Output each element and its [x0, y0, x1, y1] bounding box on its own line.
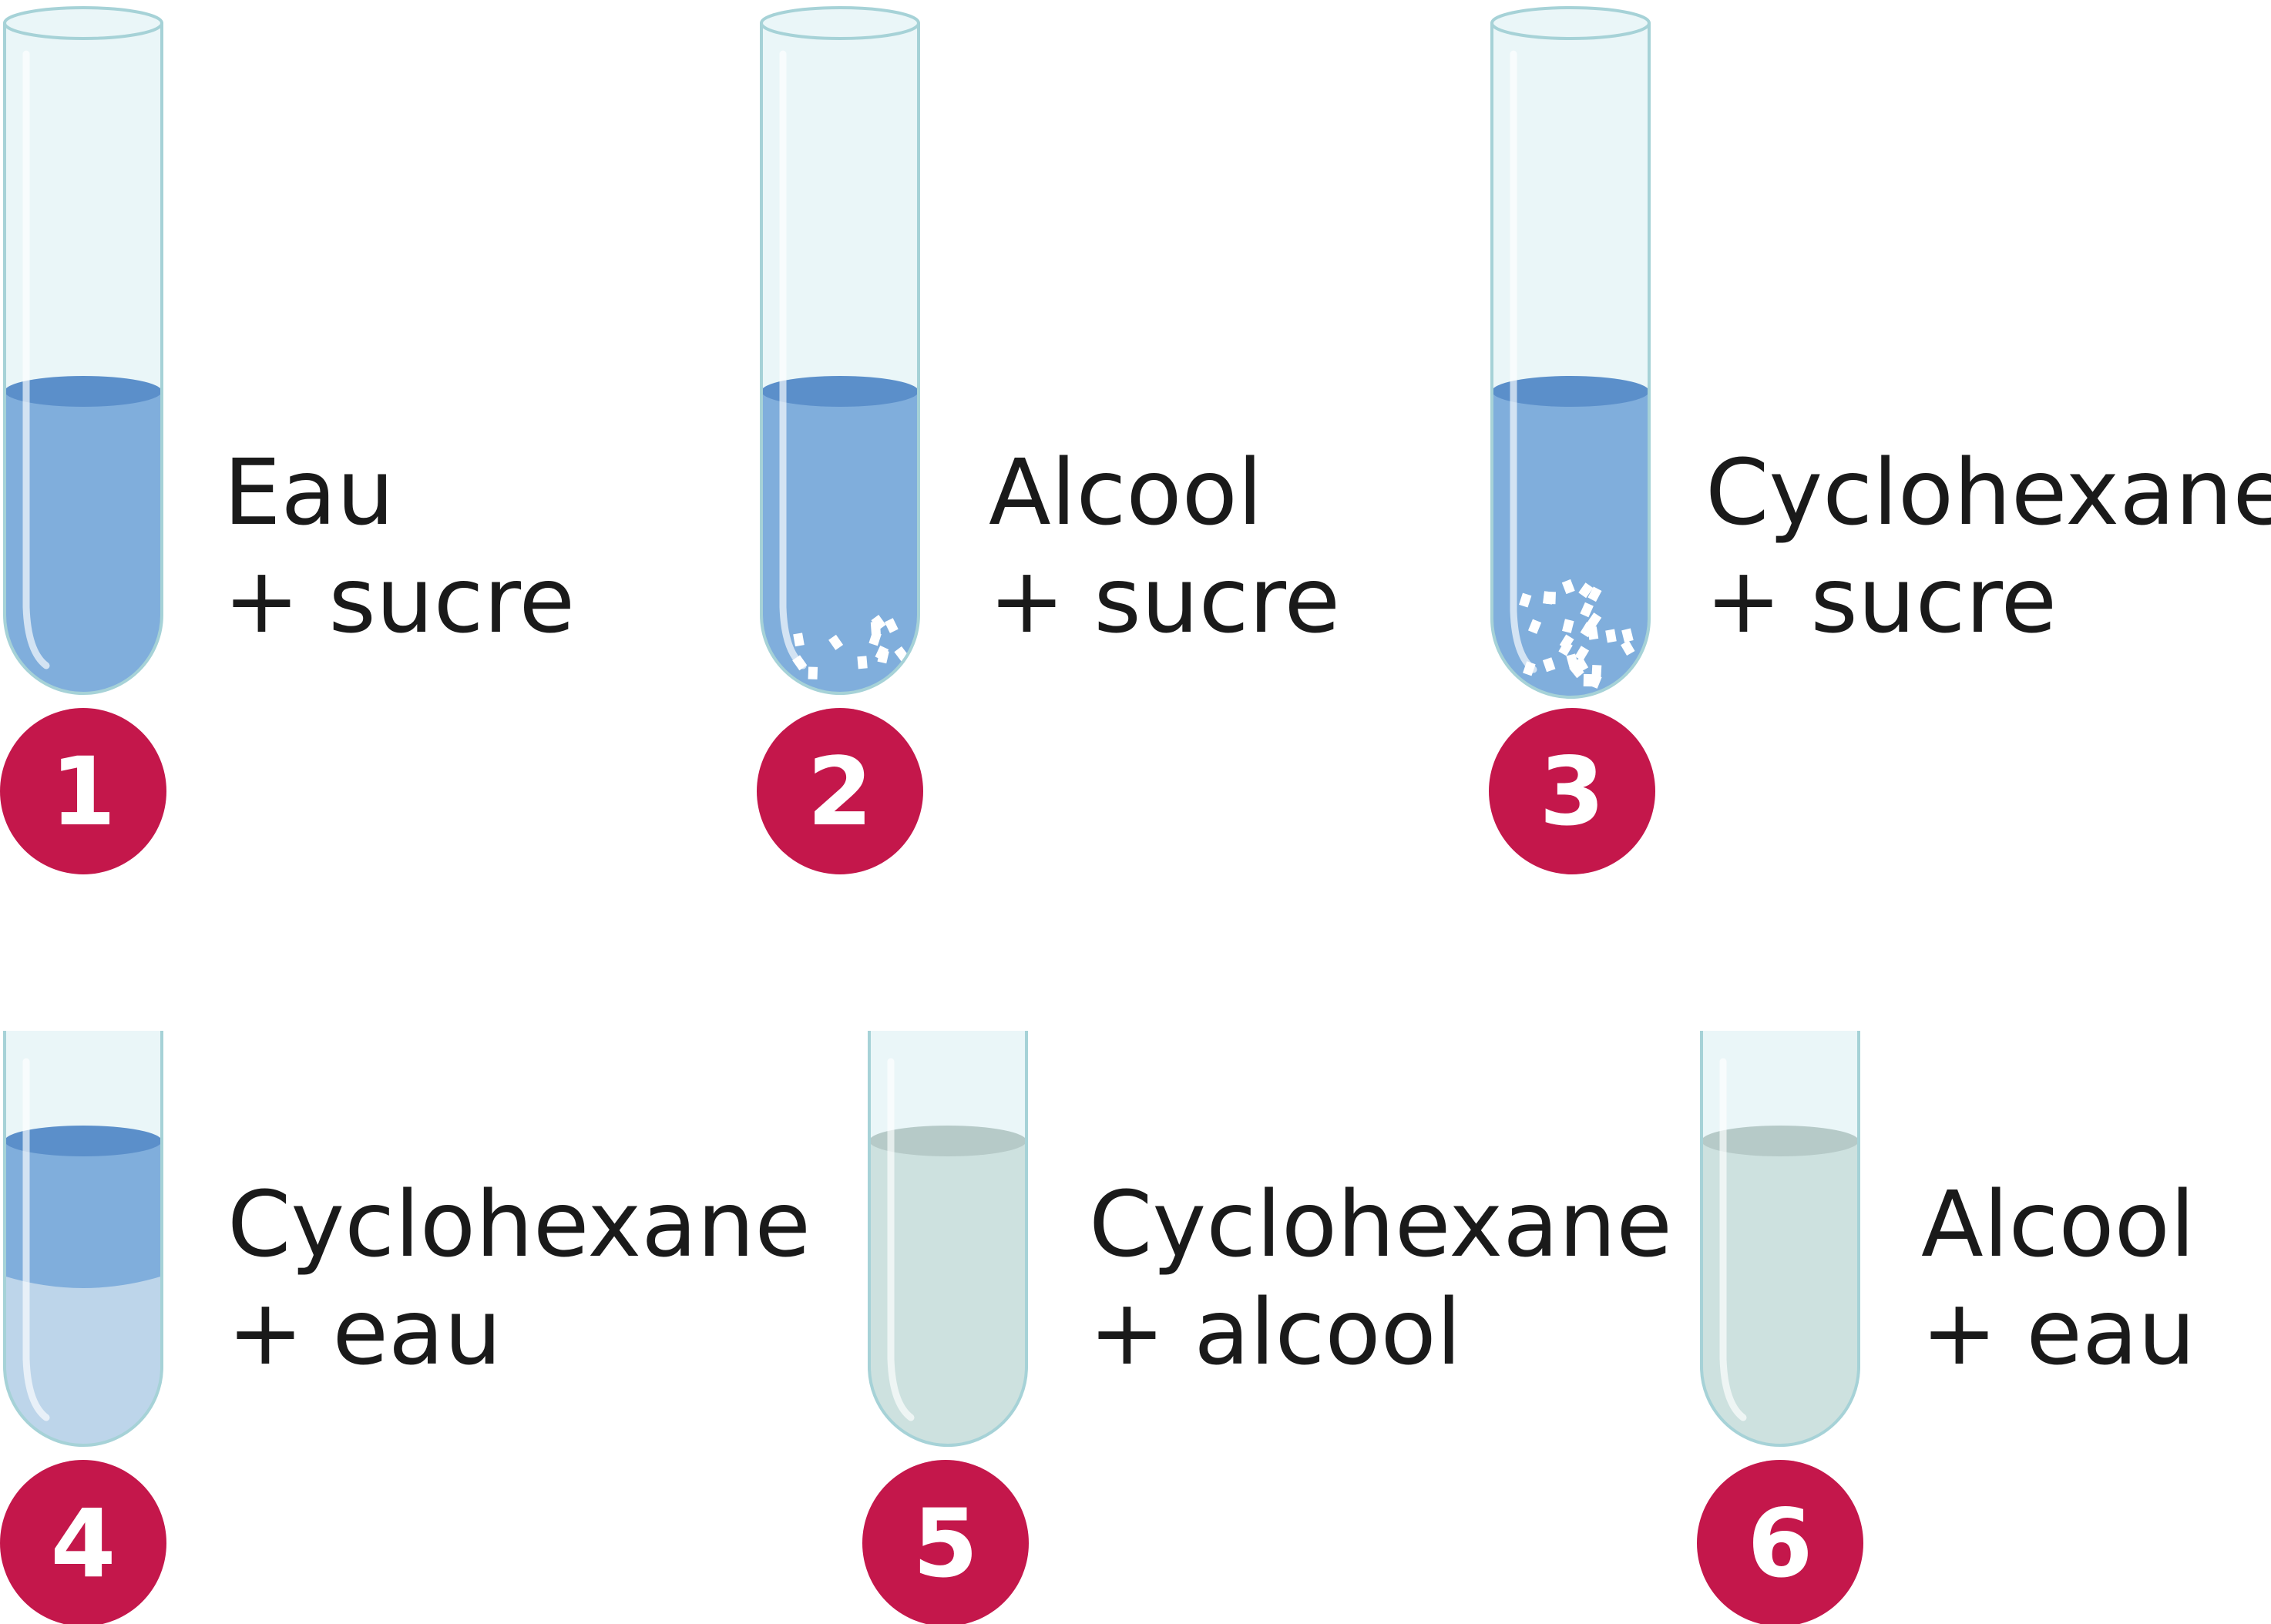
test-tube-6	[1700, 1031, 1860, 1447]
tube-1: Eau + sucre 1	[0, 6, 575, 874]
test-tube-3	[1490, 6, 1651, 699]
sugar-crystal	[1569, 663, 1584, 679]
tube-4: Cyclohexane + eau 4	[0, 1031, 811, 1624]
tube-3: Cyclohexane + sucre 3	[1489, 6, 2271, 874]
tube-rim	[760, 6, 920, 40]
sugar-crystal	[1621, 628, 1634, 643]
tube-1-label-line2: + sucre	[223, 547, 575, 653]
tube-2-number: 2	[808, 737, 873, 847]
tube-5: Cyclohexane + alcool 5	[862, 1031, 1672, 1624]
liquid	[5, 1126, 162, 1445]
sugar-crystal	[1578, 582, 1594, 599]
liquid-surface	[5, 1126, 162, 1156]
number-badge-icon	[757, 708, 923, 874]
test-tube-5	[868, 1031, 1028, 1447]
number-badge-icon	[0, 1460, 166, 1624]
tube-5-label-line1: Cyclohexane	[1089, 1171, 1672, 1277]
tube-2-badge: 2	[757, 708, 923, 874]
sugar-crystal	[1574, 646, 1590, 662]
glass-highlight	[1510, 50, 1537, 673]
tube-3-number: 3	[1540, 737, 1605, 847]
tube-2-label-line1: Alcool	[989, 439, 1263, 545]
glass-highlight	[22, 1058, 50, 1421]
number-badge-icon	[0, 708, 166, 874]
tube-5-number: 5	[913, 1489, 979, 1599]
number-badge-icon	[1489, 708, 1655, 874]
tube-2: Alcool + sucre 2	[757, 6, 1340, 874]
sugar-crystal	[1621, 640, 1635, 656]
sugar-crystal	[1580, 622, 1595, 638]
tube-3-badge: 3	[1489, 708, 1655, 874]
tube-3-label-line2: + sucre	[1705, 547, 2057, 653]
tube-1-label-line1: Eau	[223, 439, 395, 545]
sugar-crystal	[1543, 591, 1554, 605]
liquid-surface	[5, 376, 162, 407]
sugar-crystal	[1591, 665, 1602, 678]
tube-4-label-line2: + eau	[227, 1279, 502, 1385]
sugar-crystal	[1562, 619, 1574, 633]
tube-5-label-line2: + alcool	[1089, 1279, 1462, 1385]
number-badge-icon	[1697, 1460, 1863, 1624]
tube-rim	[1490, 6, 1651, 40]
sugar-crystal	[1561, 579, 1575, 595]
glass-outline	[760, 23, 920, 695]
liquid-surface	[1702, 1126, 1859, 1156]
tube-2-label-line2: + sucre	[989, 547, 1340, 653]
sugar-crystal	[808, 666, 818, 679]
tube-4-label-line1: Cyclohexane	[227, 1171, 811, 1277]
number-badge-icon	[862, 1460, 1029, 1624]
sugar-crystal	[868, 631, 882, 646]
sugar-crystal	[1605, 629, 1617, 643]
sugar-crystal	[1528, 619, 1542, 634]
tube-4-number: 4	[51, 1489, 116, 1599]
tube-6: Alcool + eau 6	[1697, 1031, 2195, 1624]
tube-6-label-line2: + eau	[1921, 1279, 2195, 1385]
glass-outline	[1700, 1031, 1860, 1447]
glass-highlight	[1719, 1058, 1747, 1421]
sugar-crystal	[1542, 657, 1556, 673]
sugar-crystal	[857, 656, 868, 669]
sugar-crystal	[1519, 592, 1532, 608]
sugar-crystal	[1558, 640, 1573, 656]
sugar-crystal	[1587, 586, 1602, 602]
liquid-surface	[1492, 376, 1649, 407]
liquid-surface	[869, 1126, 1026, 1156]
tube-6-badge: 6	[1697, 1460, 1863, 1624]
sugar-crystal	[1587, 612, 1602, 629]
tube-3-label-line1: Cyclohexane	[1705, 439, 2271, 545]
tube-6-label-line1: Alcool	[1921, 1171, 2195, 1277]
glass-outline	[2, 1031, 163, 1447]
glass-highlight	[887, 1058, 915, 1421]
tube-5-badge: 5	[862, 1460, 1029, 1624]
liquid	[1492, 376, 1649, 697]
test-tube-2	[760, 6, 920, 695]
glass-highlight	[779, 50, 807, 669]
sugar-crystal	[828, 634, 844, 650]
test-tube-4	[2, 1031, 163, 1447]
tube-6-number: 6	[1748, 1489, 1813, 1599]
sugar-crystal	[877, 649, 889, 664]
glass-outline	[2, 23, 163, 695]
test-tube-1	[2, 6, 163, 695]
glass-outline	[868, 1031, 1028, 1447]
glass-outline	[1490, 23, 1651, 699]
sugar-crystal	[884, 618, 899, 633]
tube-4-badge: 4	[0, 1460, 166, 1624]
tube-1-number: 1	[51, 737, 116, 847]
tube-rim	[3, 6, 163, 40]
glass-highlight	[22, 50, 50, 669]
sugar-crystal	[793, 632, 805, 647]
sugar-crystal	[870, 621, 881, 635]
sugar-crystal	[1580, 602, 1594, 618]
tube-1-badge: 1	[0, 708, 166, 874]
sugar-crystal	[1574, 656, 1589, 673]
liquid-surface	[761, 376, 919, 407]
